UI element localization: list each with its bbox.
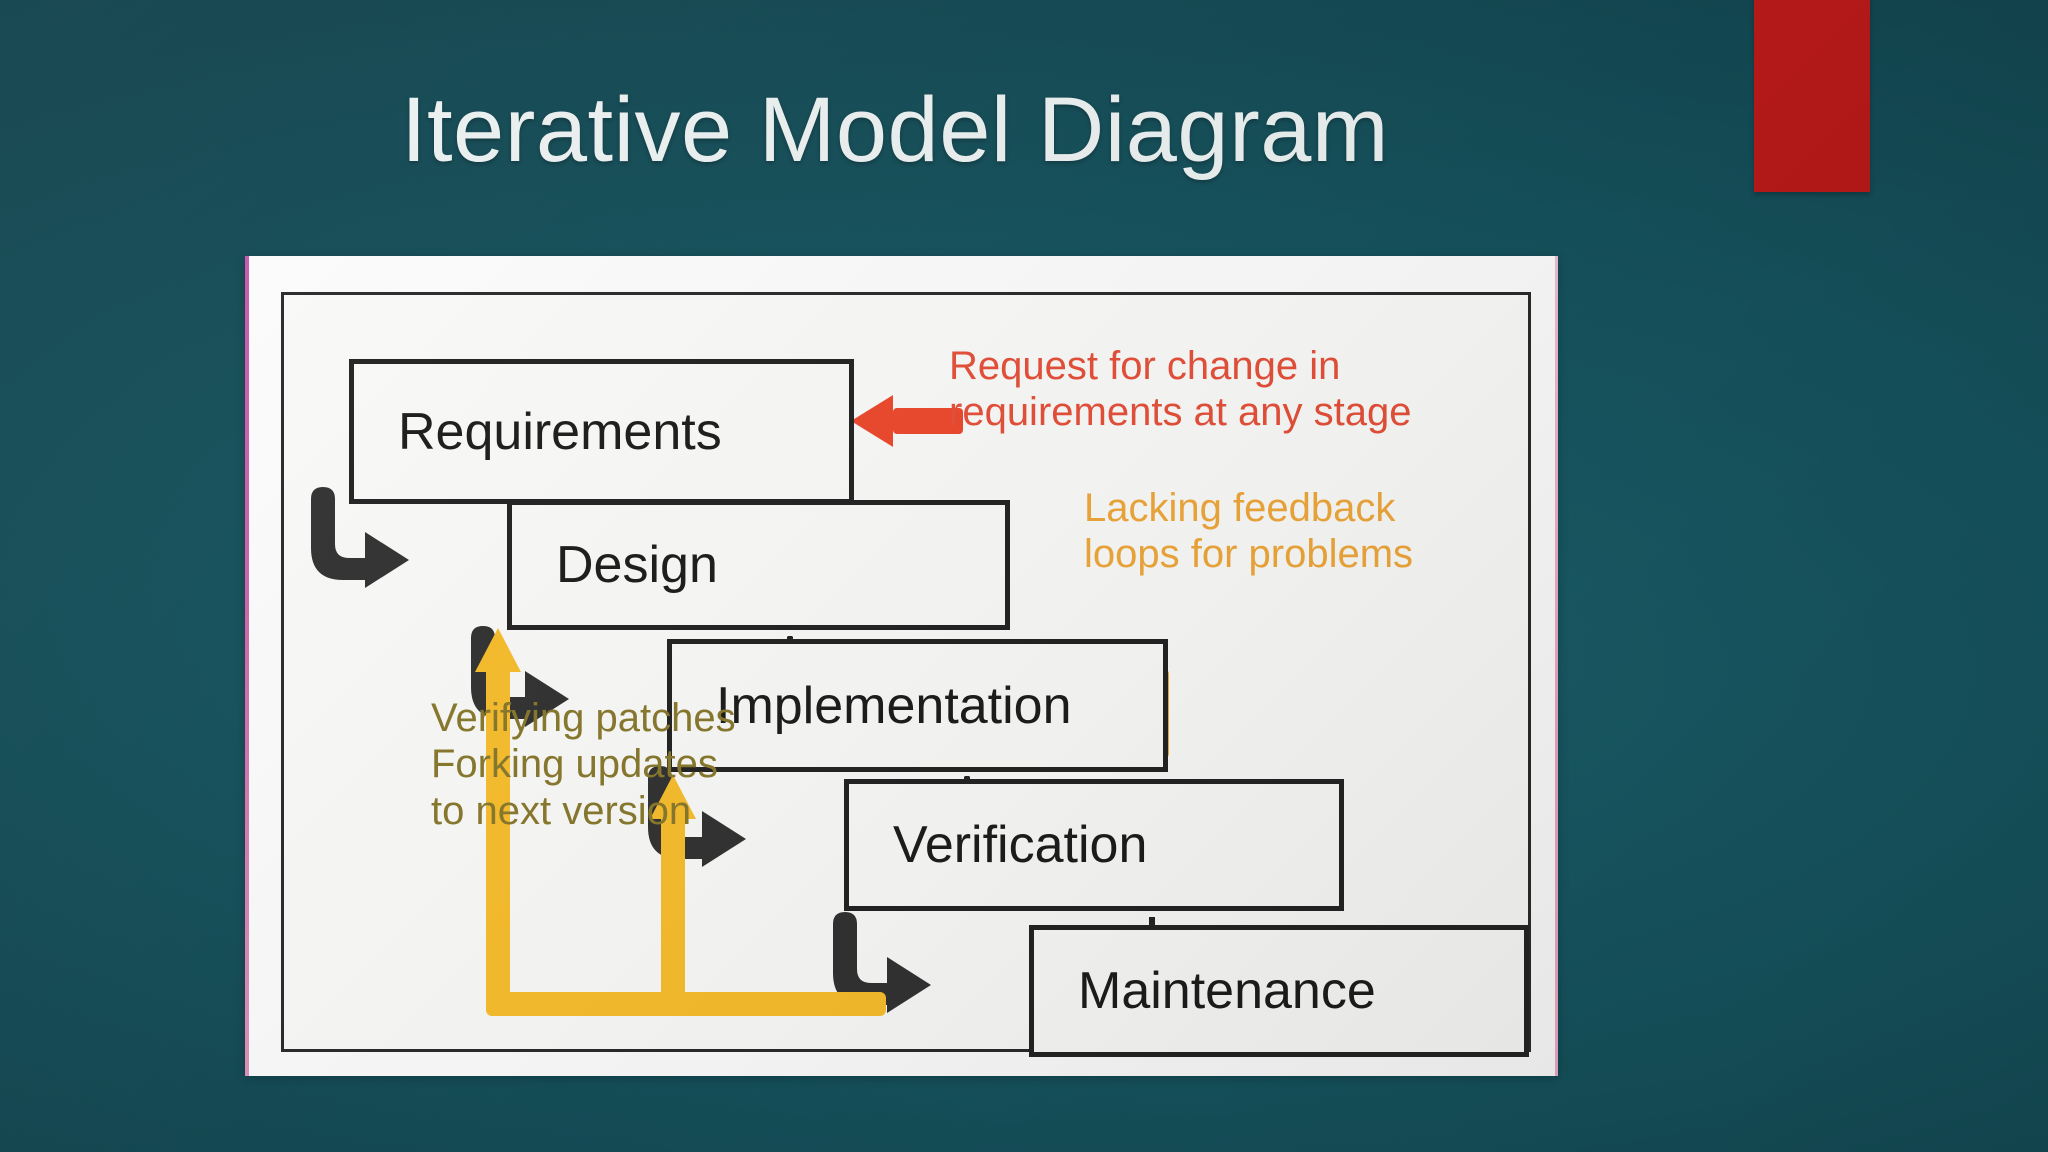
panel-right-edge xyxy=(1555,256,1558,1076)
stage-label-implementation: Implementation xyxy=(716,676,1072,735)
version-loop-arrows-icon xyxy=(475,628,886,1016)
red-accent-block xyxy=(1754,0,1870,192)
stage-box-design[interactable]: Design xyxy=(507,500,1010,630)
diagram-frame: Requirements Design Implementation Verif… xyxy=(281,292,1531,1057)
flow-arrow-verification-to-maintenance xyxy=(833,912,931,1013)
stage-label-maintenance: Maintenance xyxy=(1078,962,1376,1020)
flow-arrow-requirements-to-design xyxy=(311,487,409,588)
stage-label-design: Design xyxy=(556,536,718,594)
diagram-picture-panel[interactable]: Requirements Design Implementation Verif… xyxy=(245,256,1558,1076)
annotation-verifying-patches: Verifying patches Forking updates to nex… xyxy=(431,696,736,833)
annotation-request-for-change: Request for change in requirements at an… xyxy=(949,344,1412,435)
stage-box-implementation[interactable]: Implementation xyxy=(667,639,1168,772)
request-change-arrow-icon xyxy=(851,395,963,447)
stage-box-maintenance[interactable]: Maintenance xyxy=(1029,925,1529,1057)
stage-box-requirements[interactable]: Requirements xyxy=(349,359,854,504)
annotation-lacking-feedback: Lacking feedback loops for problems xyxy=(1084,486,1414,577)
stage-label-requirements: Requirements xyxy=(398,402,722,461)
page-title: Iterative Model Diagram xyxy=(400,79,1390,181)
stage-label-verification: Verification xyxy=(893,816,1148,874)
panel-left-edge xyxy=(245,256,249,1076)
stage-box-verification[interactable]: Verification xyxy=(844,779,1344,911)
